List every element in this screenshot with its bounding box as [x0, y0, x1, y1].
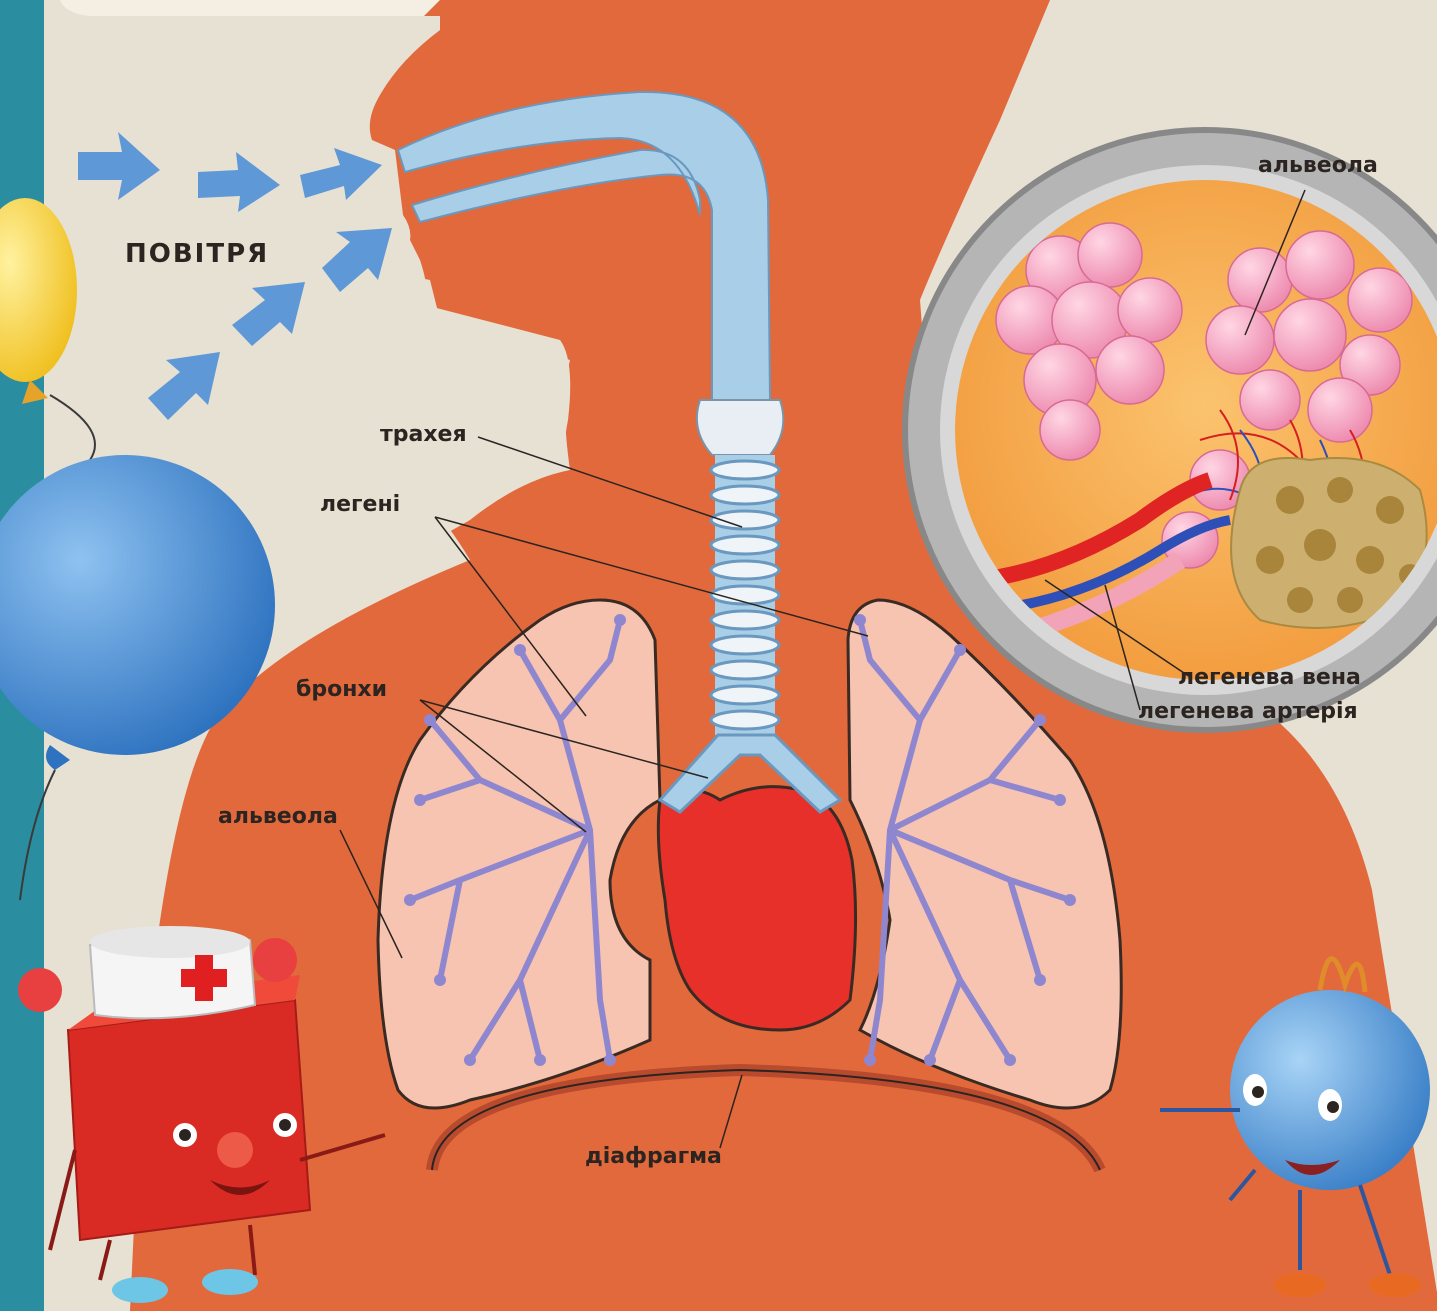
label-bronchi: бронхи — [296, 677, 387, 702]
label-trachea: трахея — [380, 422, 467, 447]
larynx — [697, 400, 783, 455]
label-diaphragm: діафрагма — [585, 1144, 722, 1169]
label-pulmonary-vein: легенева вена — [1178, 665, 1361, 690]
bow-icon — [253, 938, 297, 982]
label-air: ПОВІТРЯ — [125, 239, 269, 269]
label-alveolus-left: альвеола — [218, 804, 338, 829]
label-pulmonary-artery: легенева артерія — [1138, 699, 1358, 724]
bow-icon — [18, 968, 62, 1012]
label-alveolus-zoom: альвеола — [1258, 153, 1378, 178]
label-lungs: легені — [320, 492, 400, 517]
